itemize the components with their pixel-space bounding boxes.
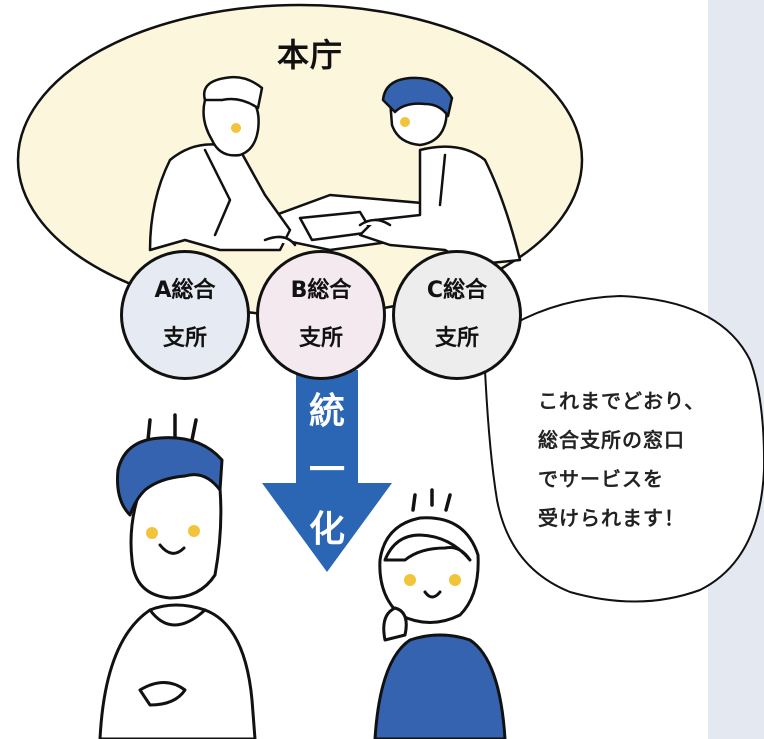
branch-b-circle: B総合 支所: [256, 250, 386, 380]
branch-b-label-line1: B総合: [290, 278, 352, 303]
arrow-char-3: 化: [308, 509, 345, 550]
branch-c-label-line2: 支所: [434, 326, 479, 351]
man-illustration: [98, 413, 257, 739]
branch-a-label-line1: A総合: [154, 278, 216, 303]
arrow-char-2: 一: [308, 450, 345, 491]
branch-c-label-line1: C総合: [426, 278, 488, 303]
arrow-char-1: 統: [308, 391, 345, 432]
branch-a-circle: A総合 支所: [120, 250, 250, 380]
unify-arrow-shape: [262, 370, 392, 572]
hq-title: 本庁: [276, 36, 343, 74]
branch-a-label-line2: 支所: [162, 326, 207, 351]
branch-b-label-line2: 支所: [298, 326, 343, 351]
speech-line-1: これまでどおり、: [538, 389, 706, 413]
speech-line-2: 総合支所の窓口: [538, 428, 685, 452]
speech-line-3: でサービスを: [538, 467, 664, 491]
speech-line-4: 受けられます！: [538, 506, 685, 530]
meeting-illustration: [148, 75, 522, 267]
speech-bubble-shape: [482, 294, 764, 603]
branch-c-circle: C総合 支所: [392, 250, 522, 380]
woman-illustration: [373, 488, 507, 739]
speech-bubble-text: これまでどおり、 総合支所の窓口 でサービスを 受けられます！: [538, 382, 748, 538]
